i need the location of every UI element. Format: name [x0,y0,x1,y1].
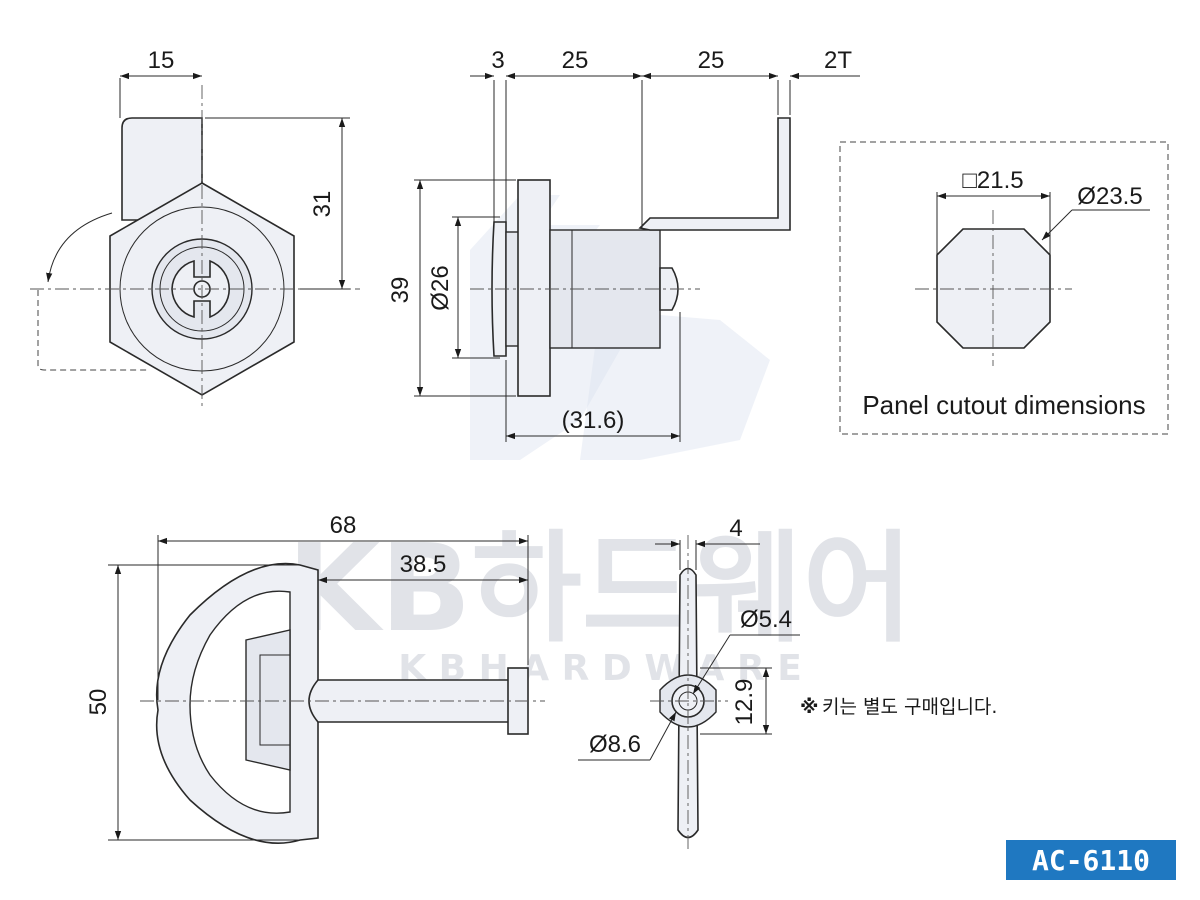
key-view: 68 38.5 50 [85,512,545,844]
rotation-arc [46,212,113,283]
dim-key-height: 50 [85,689,112,716]
key-end-view: 4 Ø5.4 Ø8.6 12.9 [578,515,800,850]
badge-text: AC-6110 [1032,844,1150,877]
dim-key-outer-dia: Ø8.6 [589,731,641,758]
key-grip [245,629,291,771]
dim-cutout-square: □21.5 [962,167,1023,194]
dim-side-dia: Ø26 [427,265,454,310]
dim-side-2t: 2T [824,47,852,74]
dim-side-39: 39 [387,277,414,304]
side-view: 3 25 25 2T 39 Ø26 (31.6) [387,47,860,442]
dim-side-length: (31.6) [562,407,625,434]
cam-arm [638,117,791,231]
note-text: 키는 별도 구매입니다. [822,696,997,718]
dim-key-thickness: 4 [729,515,742,542]
panel-cutout: □21.5 Ø23.5 Panel cutout dimensions [839,141,1169,435]
model-badge: AC-6110 [1006,840,1176,880]
cam-screw [659,267,679,311]
dim-key-length: 68 [330,512,357,539]
panel-cutout-frame [839,141,1169,435]
hex-nut-side [517,179,551,397]
dim-side-3: 3 [491,47,504,74]
dim-key-shaft: 38.5 [400,551,447,578]
dim-cutout-dia: Ø23.5 [1077,183,1142,210]
badge-background [1006,840,1176,880]
dim-side-25b: 25 [698,47,725,74]
note-mark: ※ [800,696,818,718]
front-view: 15 31 [30,47,360,410]
cutout-shape [936,228,1051,349]
purchase-note: ※ 키는 별도 구매입니다. [800,696,997,718]
dim-key-tip-height: 12.9 [731,679,758,726]
panel-cutout-label: Panel cutout dimensions [862,390,1145,420]
dim-key-inner-dia: Ø5.4 [740,606,792,633]
dim-front-height: 31 [309,191,336,218]
dim-side-25a: 25 [562,47,589,74]
cam-rotation-outline [37,290,150,371]
dim-front-width: 15 [148,47,175,74]
